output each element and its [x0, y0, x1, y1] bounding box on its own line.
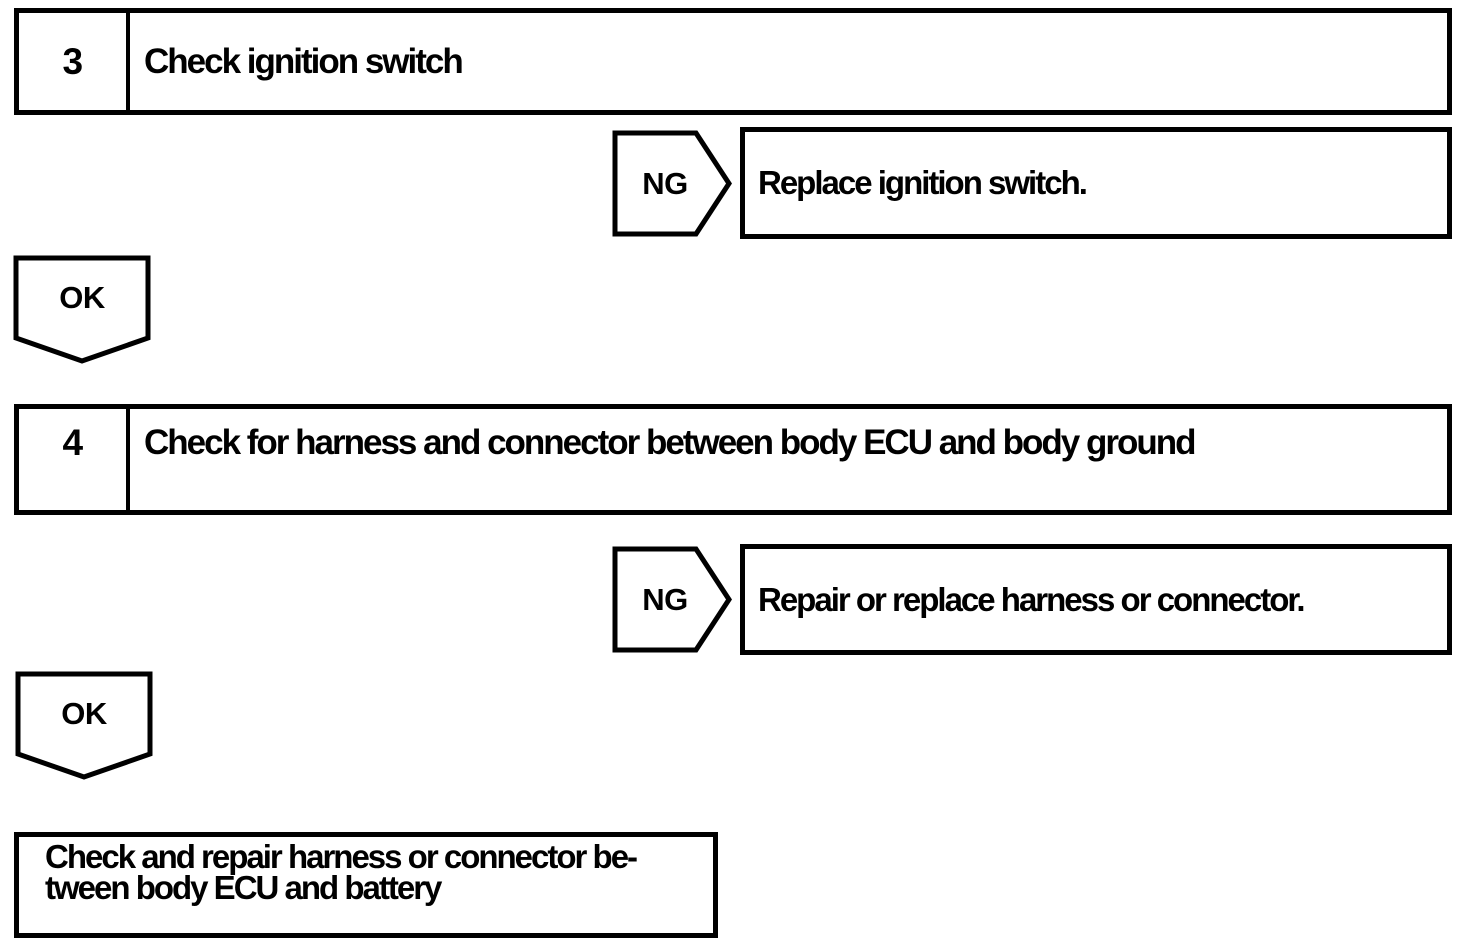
- step-4-number-cell: 4: [19, 409, 130, 510]
- step-4-ng-label: NG: [642, 581, 688, 617]
- step-4-ng-result-box: Repair or replace harness or connector.: [740, 544, 1452, 655]
- step-3-ng-result-text: Replace ignition switch.: [758, 164, 1088, 201]
- final-action-line-2: tween body ECU and battery: [45, 869, 442, 906]
- step-4-ok-arrow: OK: [15, 671, 153, 780]
- step-3-box: 3 Check ignition switch: [14, 8, 1452, 115]
- step-4-number: 4: [62, 422, 83, 463]
- step-4-ng-result-text: Repair or replace harness or connector.: [758, 580, 1306, 618]
- step-4-ok-label: OK: [61, 696, 107, 731]
- step-3-ng-label: NG: [642, 165, 688, 201]
- ng-pentagon-right-icon: [612, 546, 732, 653]
- step-4-title: Check for harness and connector between …: [144, 423, 1196, 462]
- ok-pentagon-down-icon: [13, 255, 151, 364]
- step-3-title: Check ignition switch: [144, 41, 464, 81]
- step-3-ng-result-box: Replace ignition switch.: [740, 127, 1452, 239]
- step-4-box: 4 Check for harness and connector betwee…: [14, 404, 1452, 515]
- step-3-title-cell: Check ignition switch: [130, 13, 1447, 110]
- ng-pentagon-right-icon: [612, 130, 732, 237]
- step-3-number: 3: [62, 40, 83, 82]
- step-3-ng-arrow: NG: [612, 130, 732, 237]
- ok-pentagon-down-icon: [15, 671, 153, 780]
- step-3-number-cell: 3: [19, 13, 130, 110]
- step-3-ok-arrow: OK: [13, 255, 151, 364]
- step-4-title-cell: Check for harness and connector between …: [130, 409, 1447, 510]
- final-action-box: Check and repair harness or connector be…: [14, 832, 718, 938]
- final-action-line-1: Check and repair harness or connector be…: [45, 838, 638, 875]
- step-4-ng-arrow: NG: [612, 546, 732, 653]
- step-3-ok-label: OK: [59, 280, 105, 315]
